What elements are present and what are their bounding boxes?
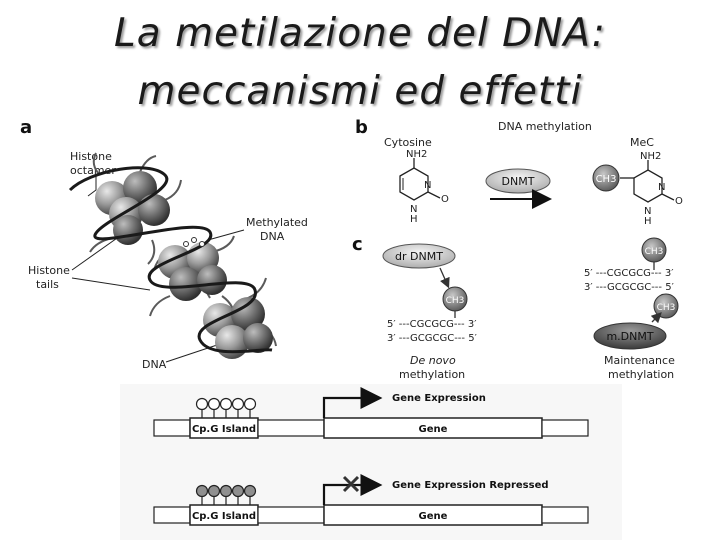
cytosine-structure: NH2 N N H O (399, 149, 449, 225)
repressed-x-icon (342, 475, 360, 493)
unmethylated-row: Cp.G Island Gene Gene Expression (153, 387, 589, 439)
top-gene-label: Gene (419, 424, 448, 435)
title-line-1: La metilazione del DNA: (114, 11, 606, 56)
methylated-dna-label-2: DNA (260, 230, 285, 243)
m-dnmt-enzyme (593, 322, 667, 350)
panel-b: b Cytosine DNA methylation MeC NH2 N N H… (355, 117, 683, 227)
cytosine-o: O (441, 194, 449, 205)
histone-tails-label-2: tails (36, 278, 59, 291)
de-novo-strand-bottom: 3′ ---GCGCGC--- 5′ (387, 333, 478, 344)
top-expression-label: Gene Expression (392, 393, 486, 404)
cytosine-nh: N (410, 204, 417, 215)
maint-ch3-bottom: CH3 (657, 303, 676, 313)
methylated-dna-label: Methylated (246, 216, 308, 229)
mec-nh2: NH2 (640, 151, 661, 162)
title-line-2: meccanismi ed effetti (137, 69, 583, 114)
maint-strand-top: 5′ ---CGCGCG--- 3′ (584, 268, 674, 279)
bottom-dna-right (541, 506, 589, 524)
cytosine-h: H (410, 214, 418, 225)
panel-c-letter: c (352, 234, 363, 255)
dna-strand (68, 166, 273, 354)
cytosine-label: Cytosine (384, 136, 432, 149)
bottom-dna-mid (257, 506, 325, 524)
top-cpg-island-label: Cp.G Island (192, 424, 256, 435)
dnmt-label: DNMT (502, 175, 535, 188)
gene-diagram: Cp.G Island Gene Gene Expression Cp.G Is… (120, 384, 622, 540)
methyl-marks (183, 237, 205, 247)
mec-structure: NH2 N N H O CH3 (592, 151, 683, 227)
bottom-dna-left (153, 506, 191, 524)
panel-c: c dr DNMT CH3 5′ ---CGCGCG--- 3′ 3′ ---G… (352, 234, 679, 381)
histone-tails-pointer-1 (71, 235, 121, 271)
top-dna-right (541, 419, 589, 437)
mec-ch3: CH3 (596, 174, 617, 185)
top-cpg-lollipops (195, 397, 257, 418)
panel-a: a Histone octamer Methylated DNA Histone… (20, 117, 308, 371)
de-novo-ch3: CH3 (446, 296, 465, 306)
de-novo-label-2: methylation (399, 368, 465, 381)
dr-dnmt-enzyme (382, 243, 456, 269)
de-novo-label-1: De novo (410, 354, 456, 367)
top-transcription-arrow (322, 387, 383, 418)
histone-octamer-label: Histone (70, 150, 112, 163)
cytosine-nh2: NH2 (406, 149, 427, 160)
bottom-gene-label: Gene (419, 511, 448, 522)
cytosine-n: N (424, 180, 431, 191)
mec-ch3-ball (592, 164, 620, 192)
panel-b-letter: b (355, 117, 368, 138)
panel-a-letter: a (20, 117, 32, 138)
histone-tails-pointer-2 (71, 277, 151, 291)
histone-octamer-pointer (87, 176, 97, 197)
m-dnmt-arrow (650, 312, 662, 324)
bottom-cpg-lollipops (195, 484, 257, 505)
bottom-cpg-island-label: Cp.G Island (192, 511, 256, 522)
mec-n: N (658, 182, 665, 193)
mec-o: O (675, 196, 683, 207)
maintenance-label-2: methylation (608, 368, 674, 381)
histone-tails-label: Histone (28, 264, 70, 277)
mec-nh: N (644, 206, 651, 217)
mec-label: MeC (630, 136, 654, 149)
dr-dnmt-arrow (439, 267, 450, 289)
bottom-expression-label: Gene Expression Repressed (392, 480, 549, 491)
methylated-dna-pointer (207, 229, 245, 241)
top-dna-mid (257, 419, 325, 437)
dr-dnmt-label: dr DNMT (395, 250, 443, 263)
de-novo-strand-top: 5′ ---CGCGCG--- 3′ (387, 319, 477, 330)
dna-label: DNA (142, 358, 167, 371)
m-dnmt-label: m.DNMT (606, 330, 653, 343)
maintenance-label-1: Maintenance (604, 354, 675, 367)
mec-h: H (644, 216, 652, 227)
dnmt-enzyme (485, 168, 551, 194)
top-dna-left (153, 419, 191, 437)
maint-ch3-top: CH3 (645, 247, 664, 257)
dna-methylation-label: DNA methylation (498, 120, 592, 133)
maint-strand-bottom: 3′ ---GCGCGC--- 5′ (584, 282, 675, 293)
bottom-transcription-arrow (322, 474, 383, 505)
methylated-row: Cp.G Island Gene Gene Expression Repress… (153, 474, 589, 526)
maint-ch3-bottom-ball (653, 293, 679, 319)
